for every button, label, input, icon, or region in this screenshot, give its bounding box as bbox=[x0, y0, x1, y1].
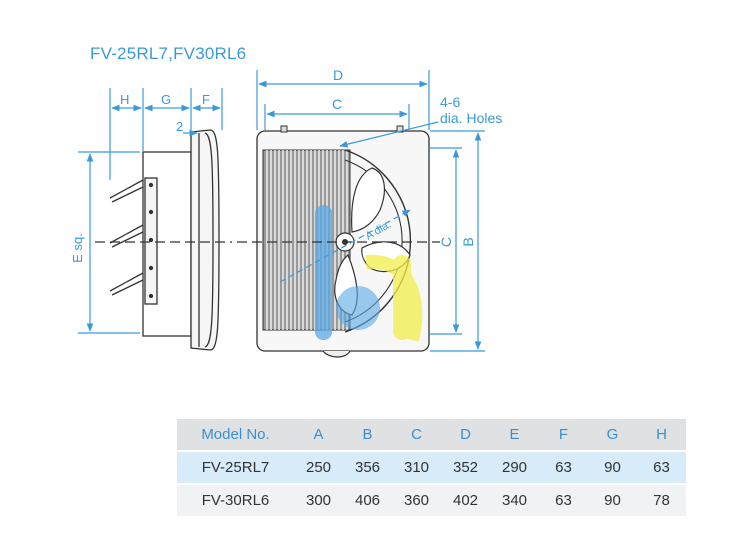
side-dimensions bbox=[78, 88, 223, 334]
drawing-title: FV-25RL7,FV30RL6 bbox=[90, 44, 247, 63]
cell-F: 63 bbox=[539, 484, 588, 518]
header-D: D bbox=[441, 419, 490, 452]
table-row: FV-30RL6 300 406 360 402 340 63 90 78 bbox=[177, 484, 686, 518]
header-E: E bbox=[490, 419, 539, 452]
cell-E: 340 bbox=[490, 484, 539, 518]
cell-A: 300 bbox=[294, 484, 343, 518]
dim-2: 2 bbox=[176, 119, 183, 134]
spec-table: Model No. A B C D E F G H FV-25RL7 250 3… bbox=[177, 419, 686, 518]
watermark-logo bbox=[315, 205, 423, 342]
cell-D: 352 bbox=[441, 451, 490, 485]
cell-D: 402 bbox=[441, 484, 490, 518]
dimension-drawing: H G F 2 E sq. bbox=[70, 67, 502, 358]
side-view bbox=[109, 129, 220, 351]
cell-model: FV-30RL6 bbox=[177, 484, 294, 518]
dim-D: D bbox=[333, 67, 343, 83]
cell-E: 290 bbox=[490, 451, 539, 485]
dim-C: C bbox=[332, 96, 342, 112]
holes-label-line1: 4-6 bbox=[440, 94, 460, 110]
cell-F: 63 bbox=[539, 451, 588, 485]
front-dimensions bbox=[256, 70, 485, 352]
cell-model: FV-25RL7 bbox=[177, 451, 294, 485]
table-row: FV-25RL7 250 356 310 352 290 63 90 63 bbox=[177, 451, 686, 485]
dim-E-sq: E sq. bbox=[70, 233, 85, 263]
louver-lines bbox=[266, 150, 348, 330]
cell-G: 90 bbox=[588, 451, 637, 485]
header-model: Model No. bbox=[177, 419, 294, 452]
dim-F: F bbox=[202, 92, 210, 107]
dim-C-vertical: C bbox=[438, 237, 454, 247]
cell-G: 90 bbox=[588, 484, 637, 518]
cell-H: 78 bbox=[637, 484, 686, 518]
dim-G: G bbox=[161, 92, 171, 107]
header-F: F bbox=[539, 419, 588, 452]
header-C: C bbox=[392, 419, 441, 452]
cell-H: 63 bbox=[637, 451, 686, 485]
dim-B-vertical: B bbox=[460, 237, 476, 246]
header-A: A bbox=[294, 419, 343, 452]
cell-A: 250 bbox=[294, 451, 343, 485]
holes-label-line2: dia. Holes bbox=[440, 110, 502, 126]
header-B: B bbox=[343, 419, 392, 452]
header-H: H bbox=[637, 419, 686, 452]
cell-B: 406 bbox=[343, 484, 392, 518]
dim-H: H bbox=[120, 92, 129, 107]
cell-B: 356 bbox=[343, 451, 392, 485]
cell-C: 310 bbox=[392, 451, 441, 485]
header-G: G bbox=[588, 419, 637, 452]
cell-C: 360 bbox=[392, 484, 441, 518]
table-header-row: Model No. A B C D E F G H bbox=[177, 419, 686, 452]
